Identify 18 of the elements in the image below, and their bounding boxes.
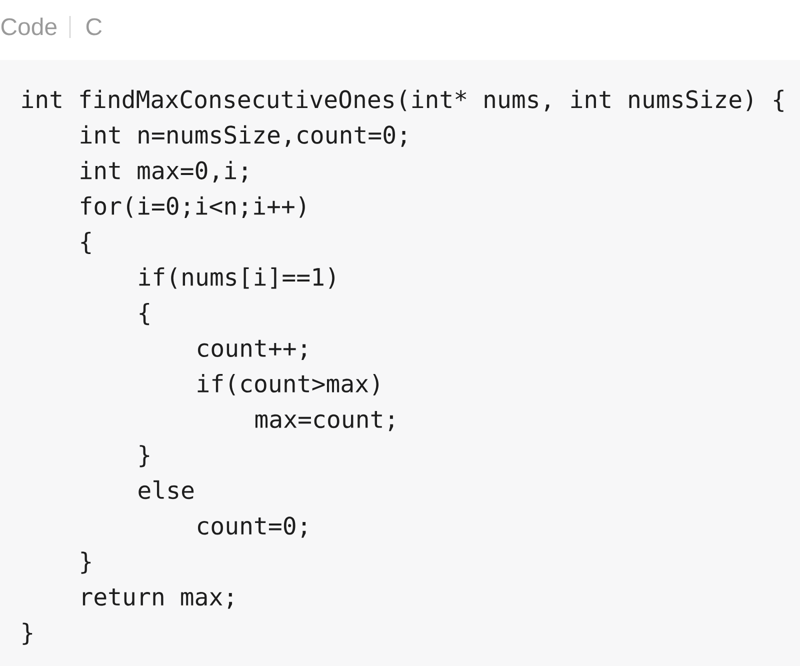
- tab-label: C: [86, 18, 102, 36]
- code-line: }: [140, 445, 150, 468]
- code-line: for(i=0;i<n;i++): [81, 196, 305, 218]
- code-line: int findMaxConsecutiveOnes(int* nums, int numsSize) {: [22, 90, 784, 112]
- code-line: {: [81, 232, 91, 254]
- code-line: {: [140, 302, 150, 326]
- code-line: if(count>max): [198, 374, 379, 396]
- code-line: int max=0,i;: [80, 160, 246, 182]
- code-line: }: [22, 622, 32, 645]
- code-line: }: [81, 552, 91, 574]
- code-line: else: [138, 480, 194, 500]
- code-line: count++;: [198, 340, 306, 360]
- tab-label: Code: [1, 18, 56, 36]
- code-line: if(nums[i]==1): [139, 267, 334, 289]
- code-line: count=0;: [198, 516, 306, 538]
- code-line: return max;: [82, 588, 232, 609]
- code-line: max=count;: [255, 410, 394, 432]
- code-line: int n=numsSize,count=0;: [80, 125, 406, 147]
